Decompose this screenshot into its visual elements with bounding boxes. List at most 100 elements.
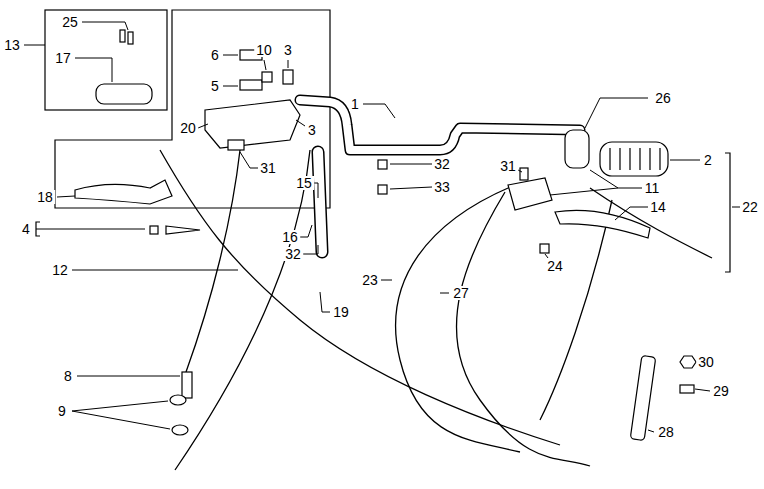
leader-line — [223, 86, 238, 87]
part-drawing — [565, 130, 589, 168]
callout-number: 23 — [360, 273, 380, 287]
leader-line — [303, 245, 318, 254]
part-drawing — [378, 185, 387, 194]
handlebar-tube — [300, 100, 580, 150]
part-drawing — [520, 168, 528, 180]
callout-number: 17 — [53, 51, 73, 65]
callout-number: 20 — [178, 121, 198, 135]
callout-number: 6 — [209, 48, 221, 62]
callout-number: 1 — [349, 97, 361, 111]
callout-number: 32 — [432, 157, 452, 171]
handlebar-tube — [318, 152, 322, 252]
leader-line — [223, 55, 238, 56]
leader-line — [695, 389, 710, 391]
callout-number: 31 — [498, 159, 518, 173]
part-drawing — [540, 244, 549, 253]
part-drawing — [262, 72, 272, 82]
leader-line — [363, 104, 395, 118]
leader-line — [264, 60, 266, 70]
handlebar-tube — [318, 152, 322, 252]
leader-line — [82, 22, 128, 30]
callout-number: 32 — [283, 247, 303, 261]
part-drawing — [96, 84, 152, 104]
leader-line — [518, 170, 522, 172]
leader-line — [198, 124, 208, 128]
part-drawing — [610, 148, 660, 170]
callout-number: 4 — [20, 222, 32, 236]
leader-line — [320, 292, 330, 312]
callout-number: 15 — [294, 176, 314, 190]
leader-line — [75, 58, 112, 82]
leader-line — [545, 254, 548, 258]
callout-number: 31 — [258, 161, 278, 175]
callout-number: 19 — [331, 305, 351, 319]
callout-number: 24 — [545, 259, 565, 273]
cable — [186, 150, 240, 372]
callout-number: 16 — [280, 230, 300, 244]
leader-line — [381, 280, 392, 281]
cable — [396, 185, 520, 452]
leader-line — [57, 196, 75, 197]
leader-line — [288, 60, 289, 68]
cable — [540, 200, 612, 420]
leader-line — [296, 120, 305, 126]
cable — [175, 150, 310, 470]
part-drawing — [508, 178, 552, 210]
leader-line — [670, 160, 700, 161]
callout-number: 10 — [254, 43, 274, 57]
part-drawing — [150, 226, 158, 234]
leader-line — [72, 270, 238, 271]
cable — [160, 150, 560, 445]
callout-number: 29 — [711, 384, 731, 398]
part-drawing — [182, 372, 192, 398]
part-drawing — [172, 425, 188, 435]
part-drawing — [205, 100, 300, 148]
leader-line — [615, 207, 648, 220]
callout-number: 3 — [282, 43, 294, 57]
callout-number: 3 — [306, 123, 318, 137]
callout-number: 5 — [209, 79, 221, 93]
part-drawing — [120, 30, 125, 42]
callout-number: 11 — [643, 181, 662, 195]
part-drawing — [166, 226, 200, 234]
callout-number: 12 — [50, 263, 70, 277]
handlebar-tube — [300, 100, 580, 252]
callout-number: 13 — [2, 38, 22, 52]
part-drawing — [555, 210, 650, 238]
leader-line — [24, 45, 45, 46]
leader-line — [390, 164, 432, 165]
leader-line — [648, 430, 654, 432]
part-drawing — [680, 356, 696, 368]
leader-line — [440, 293, 449, 294]
group-outline — [36, 10, 730, 272]
group-outline — [725, 153, 730, 272]
callout-number: 8 — [62, 369, 74, 383]
part-drawing — [680, 385, 694, 393]
cable — [160, 150, 712, 470]
callout-number: 30 — [696, 355, 716, 369]
group-outline — [55, 10, 330, 208]
leader-line — [732, 207, 740, 208]
part-drawing — [170, 395, 186, 405]
callout-number: 2 — [702, 153, 714, 167]
leader-line — [77, 376, 180, 377]
callout-number: 14 — [648, 200, 668, 214]
part-drawing — [75, 180, 172, 204]
leader-line — [72, 401, 170, 429]
part-drawing — [630, 355, 656, 440]
part-drawing — [228, 140, 244, 150]
leader-line — [300, 225, 312, 237]
callout-number: 18 — [35, 190, 55, 204]
callout-number: 33 — [432, 180, 452, 194]
callout-number: 26 — [653, 91, 673, 105]
leader-line — [240, 152, 258, 168]
part-drawing — [75, 30, 696, 441]
callout-number: 28 — [656, 425, 676, 439]
group-outline — [45, 10, 167, 110]
part-drawing — [128, 32, 133, 44]
callout-number: 9 — [56, 404, 68, 418]
handlebar-tube — [300, 100, 580, 150]
leader-line — [585, 98, 648, 128]
leader-line — [36, 229, 145, 230]
